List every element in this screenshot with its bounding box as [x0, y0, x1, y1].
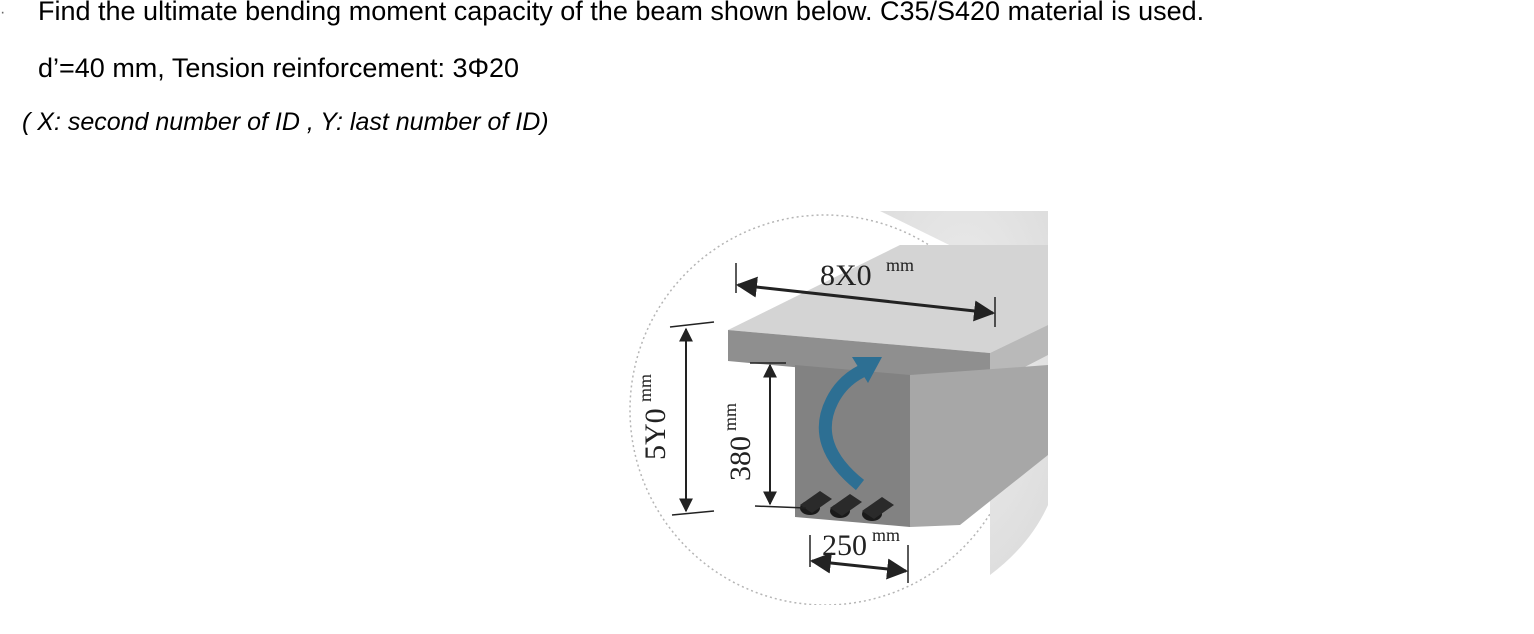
total-height-dimension [669, 321, 715, 516]
moment-arrow [818, 365, 866, 491]
t-beam-figure: 8X0 mm 5Y0 mm 380 mm 250 mm [629, 211, 1048, 605]
moment-arrow-head [852, 357, 882, 383]
tension-rebars [800, 491, 894, 521]
flange-width-dimension [735, 263, 996, 327]
problem-statement: Find the ultimate bending moment capacit… [38, 0, 1205, 26]
web-width-dimension [809, 535, 909, 583]
web-side-face [910, 365, 1048, 527]
rebar-body [862, 497, 894, 519]
flange-width-unit: mm [886, 255, 914, 275]
total-height-label: 5Y0 [639, 408, 672, 460]
bullet-marker: · [0, 4, 6, 21]
web-width-label: 250 [822, 529, 867, 562]
total-height-unit: mm [635, 374, 655, 402]
web-height-dimension [750, 362, 807, 509]
web-height-unit: mm [720, 403, 740, 431]
web-width-unit: mm [872, 525, 900, 545]
rebar-body [800, 491, 832, 513]
given-data: d’=40 mm, Tension reinforcement: 3Φ20 [38, 53, 520, 83]
id-note: ( X: second number of ID , Y: last numbe… [22, 108, 549, 136]
web-height-label: 380 [724, 436, 757, 481]
rebar-body [830, 494, 862, 516]
flange-width-label: 8X0 [820, 259, 872, 292]
